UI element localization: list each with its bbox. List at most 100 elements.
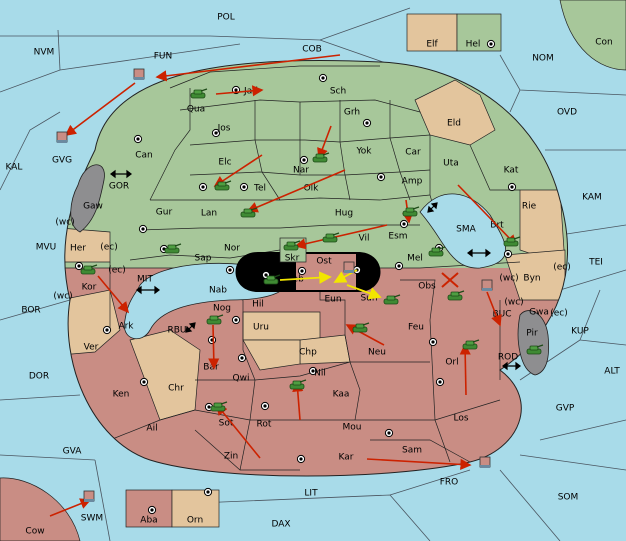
land-label-hug: Hug xyxy=(335,209,353,219)
land-label-car: Car xyxy=(405,148,421,158)
land-label-chp: Chp xyxy=(299,348,317,358)
land-label-uru: Uru xyxy=(253,323,269,333)
move-arrow xyxy=(64,82,136,136)
sea-borders xyxy=(0,7,626,541)
province-elf[interactable] xyxy=(406,13,458,52)
army-unit-icon[interactable] xyxy=(240,207,258,218)
army-unit-icon[interactable] xyxy=(402,206,420,217)
land-label-esm: Esm xyxy=(388,232,407,242)
land-label-ost: Ost xyxy=(316,257,332,267)
supply-center-core xyxy=(234,318,238,322)
army-unit-icon[interactable] xyxy=(206,314,224,325)
sea-label-bor: BOR xyxy=(21,306,40,316)
army-unit-icon[interactable] xyxy=(283,240,301,251)
army-unit-icon[interactable] xyxy=(352,322,370,333)
fleet-unit-icon[interactable] xyxy=(481,279,493,291)
army-unit-icon[interactable] xyxy=(447,290,465,301)
army-unit-icon[interactable] xyxy=(383,294,401,305)
province-pir[interactable] xyxy=(517,310,550,376)
land-label-con: Con xyxy=(595,38,613,48)
province-orn[interactable] xyxy=(171,489,220,528)
sea-label-sma: SMA xyxy=(456,225,476,235)
move-arrow xyxy=(317,125,332,160)
fleet-unit-icon[interactable] xyxy=(343,261,355,273)
land-label-elf: Elf xyxy=(426,40,438,50)
army-unit-icon[interactable] xyxy=(190,88,208,99)
army-unit-icon[interactable] xyxy=(312,152,330,163)
land-label-qua: Qua xyxy=(187,105,205,115)
land-label-bar: Bar xyxy=(203,363,219,373)
land-label-vil: Vil xyxy=(359,234,370,244)
province-gaw[interactable] xyxy=(70,164,105,233)
army-unit-icon[interactable] xyxy=(526,344,544,355)
land-label-kar: Kar xyxy=(339,453,354,463)
land-label-obs: Obs xyxy=(418,282,436,292)
supply-center-core xyxy=(207,405,211,409)
land-label-hil: Hil xyxy=(252,300,264,310)
fleet-unit-icon[interactable] xyxy=(83,490,95,502)
supply-center-core xyxy=(242,185,246,189)
coast-label-gwa_wc: (wc) xyxy=(504,298,523,308)
land-label-feu: Feu xyxy=(408,323,424,333)
land-label-ark: Ark xyxy=(118,322,134,332)
land-label-grh: Grh xyxy=(344,108,360,118)
army-unit-icon[interactable] xyxy=(164,243,182,254)
army-unit-icon[interactable] xyxy=(503,236,521,247)
supply-center-core xyxy=(141,227,145,231)
land-label-gwa: Gwa xyxy=(529,308,549,318)
land-label-jos: Jos xyxy=(217,124,231,134)
province-con[interactable] xyxy=(559,0,626,71)
fleet-unit-icon[interactable] xyxy=(479,456,491,468)
army-unit-icon[interactable] xyxy=(462,339,480,350)
land-label-kaa: Kaa xyxy=(333,390,350,400)
sea-label-gor: GOR xyxy=(109,182,129,192)
supply-center-core xyxy=(438,380,442,384)
coast-label-her_wc: (wc) xyxy=(55,218,74,228)
move-arrow xyxy=(457,184,518,247)
land-label-nil: Nil xyxy=(314,369,326,379)
move-arrow xyxy=(294,224,388,250)
coast-label-kor_wc: (wc) xyxy=(53,292,72,302)
army-unit-icon[interactable] xyxy=(214,180,232,191)
support-arrow xyxy=(346,284,382,300)
land-label-sch: Sch xyxy=(330,87,346,97)
supply-center-core xyxy=(264,273,268,277)
land-label-mou: Mou xyxy=(343,423,362,433)
failed-order-x xyxy=(441,272,459,288)
sea-label-dax: DAX xyxy=(271,520,290,530)
land-label-her: Her xyxy=(70,244,86,254)
supply-center-core xyxy=(136,137,140,141)
supply-center-core xyxy=(302,158,306,162)
army-unit-icon[interactable] xyxy=(289,379,307,390)
sea-label-gvp: GVP xyxy=(556,404,575,414)
army-unit-icon[interactable] xyxy=(80,264,98,275)
land-label-tel: Tel xyxy=(253,184,266,194)
units[interactable] xyxy=(56,68,544,502)
land-label-ken: Ken xyxy=(113,390,130,400)
coast-label-byn_ec: (ec) xyxy=(553,263,571,273)
fleet-unit-icon[interactable] xyxy=(133,68,145,80)
land-label-aba: Aba xyxy=(140,516,157,526)
army-unit-icon[interactable] xyxy=(428,246,446,257)
sea-label-tei: TEI xyxy=(588,258,603,268)
supply-center-core xyxy=(300,269,304,273)
move-arrow xyxy=(366,458,472,471)
sea-label-cob: COB xyxy=(302,45,322,55)
land-label-nab: Nab xyxy=(209,286,227,296)
land-label-ver: Ver xyxy=(84,343,99,353)
army-unit-icon[interactable] xyxy=(210,401,228,412)
land-label-nog: Nog xyxy=(213,304,231,314)
canal-arrows xyxy=(110,169,521,371)
army-unit-icon[interactable] xyxy=(322,232,340,243)
coast-labels: (wc)(ec)(ec)(wc)(wc)(ec)(wc)(ec) xyxy=(53,218,570,319)
army-unit-icon[interactable] xyxy=(263,274,281,285)
land-label-sam: Sam xyxy=(402,446,422,456)
supply-center-core xyxy=(506,252,510,256)
supply-center-core xyxy=(311,369,315,373)
move-arrow xyxy=(49,498,92,517)
land-label-eld: Eld xyxy=(447,119,461,129)
supply-center-core xyxy=(387,431,391,435)
land-label-can: Can xyxy=(135,151,153,161)
fleet-unit-icon[interactable] xyxy=(56,131,68,143)
